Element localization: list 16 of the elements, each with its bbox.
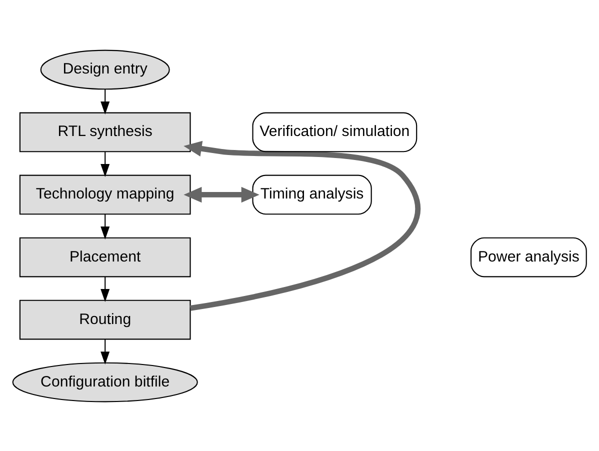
node-ellipse: Configuration bitfile: [12, 362, 198, 402]
arrow: [100, 214, 110, 239]
arrow: [100, 88, 110, 114]
arrow: [184, 140, 420, 310]
node-box: Power analysis: [470, 236, 587, 277]
arrow: [100, 151, 110, 176]
node-box: Placement: [19, 236, 191, 277]
node-box: Verification/ simulation: [252, 112, 418, 152]
node-box: Routing: [19, 299, 191, 340]
node-ellipse: Design entry: [40, 49, 170, 90]
arrow: [100, 338, 110, 364]
node-box: Technology mapping: [19, 174, 191, 214]
node-box: RTL synthesis: [19, 112, 191, 152]
arrow: [100, 276, 110, 302]
arrow: [184, 186, 260, 202]
node-box: Timing analysis: [252, 174, 372, 214]
